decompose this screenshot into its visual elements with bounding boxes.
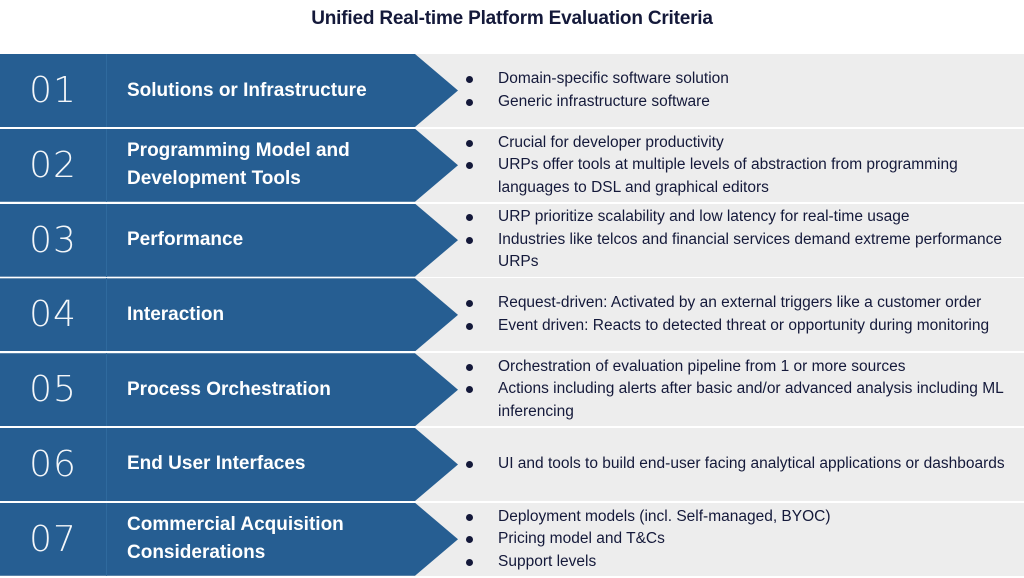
criterion-label: Performance [127,229,244,251]
bullet-item: URP prioritize scalability and low laten… [463,206,1014,229]
criterion-bullets: UI and tools to build end-user facing an… [463,428,1014,501]
criterion-number: 02 [0,128,107,202]
bullet-item: URPs offer tools at multiple levels of a… [463,154,1014,199]
criterion-row: 07 Commercial Acquisition Considerations… [0,502,1024,576]
criterion-bullets: URP prioritize scalability and low laten… [463,204,1014,277]
criterion-row: 04 Interaction Request-driven: Activated… [0,278,1024,352]
criterion-number-text: 02 [29,144,77,186]
arrow-banner [0,427,458,501]
criterion-number-text: 03 [29,219,77,261]
bullet-item: Orchestration of evaluation pipeline fro… [463,356,1014,379]
criterion-number: 03 [0,203,107,277]
criterion-number: 05 [0,353,107,427]
criterion-row: 02 Programming Model and Development Too… [0,128,1024,202]
criterion-number-text: 07 [29,518,77,560]
criterion-number: 01 [0,54,107,127]
arrow-banner [0,203,458,277]
arrow-banner [0,502,458,576]
bullet-item: Event driven: Reacts to detected threat … [463,315,1014,338]
criterion-number-text: 01 [29,70,77,111]
arrow-banner [0,353,458,427]
arrow-banner [0,128,458,202]
bullet-item: Deployment models (incl. Self-managed, B… [463,506,1014,529]
criteria-list: 01 Solutions or Infrastructure Domain-sp… [0,54,1024,578]
criterion-label: Interaction [127,303,225,325]
bullet-item: Request-driven: Activated by an external… [463,292,1014,315]
page-title: Unified Real-time Platform Evaluation Cr… [311,8,713,29]
criterion-row: 03 Performance URP prioritize scalabilit… [0,203,1024,277]
bullet-item: Pricing model and T&Cs [463,528,1014,551]
criterion-row: 06 End User Interfaces UI and tools to b… [0,427,1024,501]
criterion-bullets: Deployment models (incl. Self-managed, B… [463,503,1014,576]
criterion-row: 05 Process Orchestration Orchestration o… [0,353,1024,427]
criterion-label: Commercial Acquisition Considerations [127,514,344,564]
criterion-bullets: Orchestration of evaluation pipeline fro… [463,353,1014,426]
bullet-item: Industries like telcos and financial ser… [463,229,1014,274]
criterion-label: Programming Model and Development Tools [127,140,350,190]
bullet-item: Actions including alerts after basic and… [463,378,1014,423]
criterion-number: 04 [0,278,107,352]
criterion-label: Process Orchestration [127,378,331,400]
arrow-banner [0,278,458,352]
criterion-label: End User Interfaces [127,453,306,475]
criterion-bullets: Crucial for developer productivity URPs … [463,129,1014,202]
criterion-number-text: 05 [29,369,77,411]
bullet-item: Crucial for developer productivity [463,132,1014,155]
criterion-bullets: Domain-specific software solution Generi… [463,54,1014,127]
criterion-row: 01 Solutions or Infrastructure Domain-sp… [0,54,1024,127]
bullet-item: UI and tools to build end-user facing an… [463,453,1014,476]
bullet-item: Support levels [463,551,1014,574]
criterion-label: Solutions or Infrastructure [127,79,367,101]
criterion-number: 07 [0,502,107,576]
arrow-banner [0,54,458,127]
bullet-item: Generic infrastructure software [463,91,1014,114]
bullet-item: Domain-specific software solution [463,68,1014,91]
criterion-number-text: 04 [29,294,77,336]
criterion-bullets: Request-driven: Activated by an external… [463,278,1014,351]
criterion-number: 06 [0,427,107,501]
criterion-number-text: 06 [29,443,77,485]
